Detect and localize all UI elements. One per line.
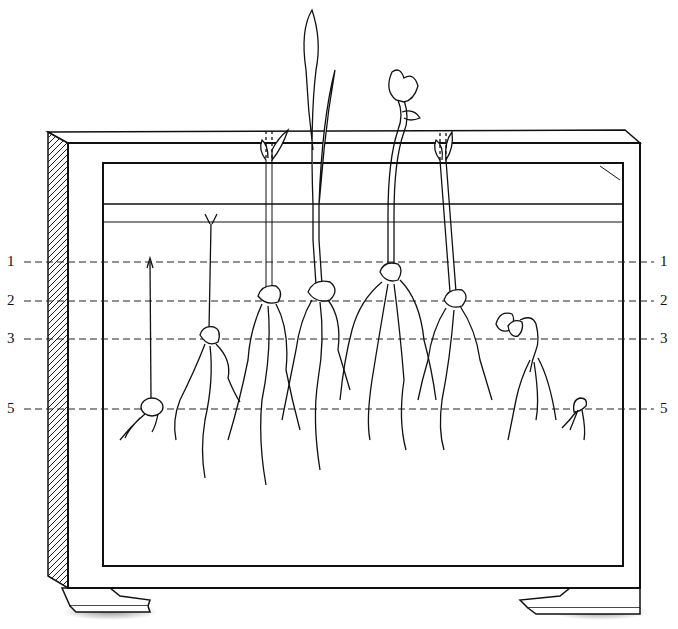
callout-number: 5 xyxy=(6,401,16,416)
floor-shadow xyxy=(62,604,158,620)
seedlings xyxy=(120,10,586,485)
glass-box xyxy=(48,130,640,588)
callout-number: 1 xyxy=(659,254,669,269)
callout-number: 1 xyxy=(6,254,16,269)
callout-number: 3 xyxy=(6,331,16,346)
box-legs xyxy=(62,586,640,614)
callout-number: 2 xyxy=(659,293,669,308)
callout-number: 3 xyxy=(659,331,669,346)
callout-number: 5 xyxy=(659,401,669,416)
callout-number: 2 xyxy=(6,293,16,308)
